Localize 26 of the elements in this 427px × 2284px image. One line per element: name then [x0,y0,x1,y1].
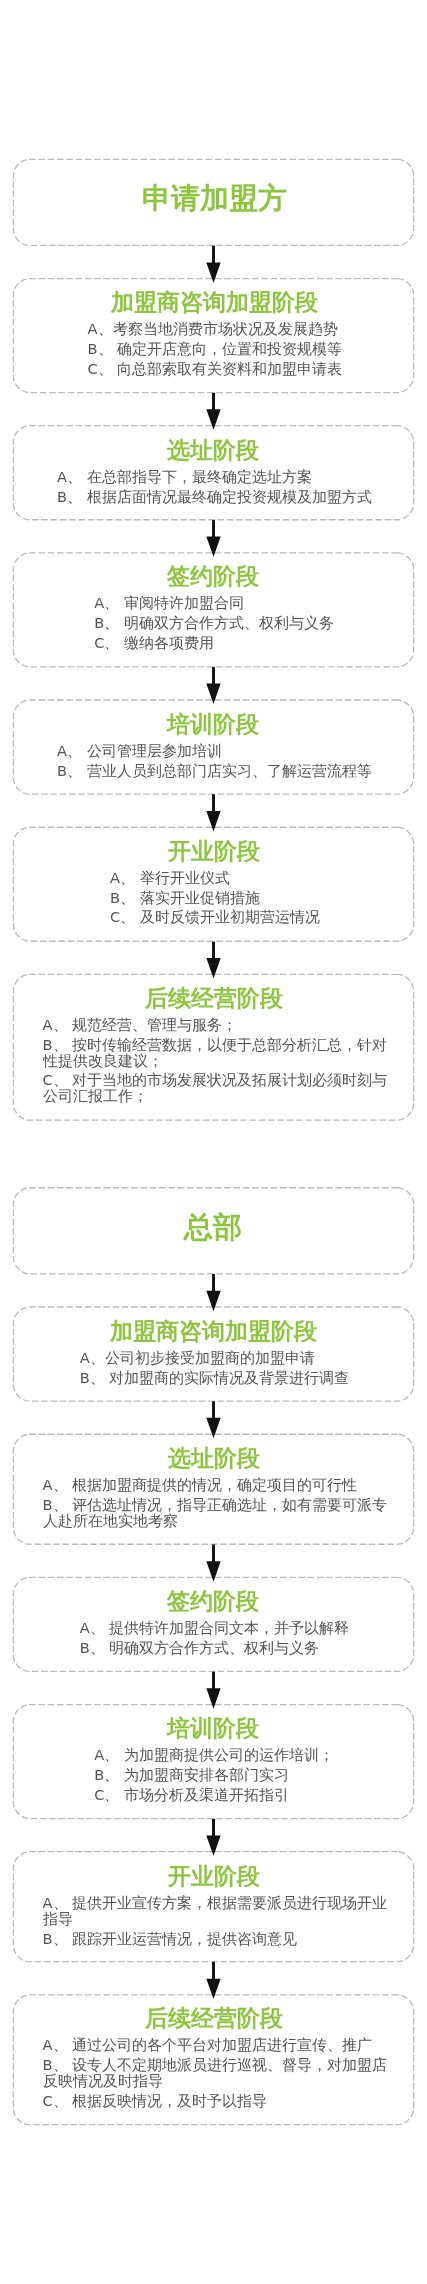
node-box: 签约阶段 A、 提供特许加盟合同文本，并予以解释 B、 明确双方合作方式、权利与义务 [12,1576,415,1673]
node-box: 选址阶段 A、 根据加盟商提供的情况，确定项目的可行性 B、 评估选址情况，指导正确选址，如有需要可派专人赴所在地实地考察 [12,1433,415,1545]
arrow [206,1273,221,1312]
node-box: 总部 [12,1187,415,1275]
node-box: 培训阶段 A、 公司管理层参加培训 B、 营业人员到总部门店实习、了解运营流程等 [12,699,415,795]
node-box: 培训阶段 A、 为加盟商提供公司的运作培训； B、 为加盟商安排各部门实习 C、 市场分析及渠道开拓指引 [12,1703,415,1820]
arrow [206,1671,221,1709]
arrow [206,1961,221,2000]
node-box: 选址阶段 A、 在总部指导下，最终确定选址方案 B、 根据店面情况最终确定投资规模及加盟方式 [12,425,415,521]
node-box: 开业阶段 A、 提供开业宣传方案，根据需要派员进行现场开业指导 B、 跟踪开业运营情况，提供咨询意见 [12,1851,415,1963]
arrow [206,245,221,283]
node-box: 后续经营阶段 A、 规范经营、管理与服务； B、 按时传输经营数据，以便于总部分析汇总，针对性提供改良建议； C、 对于当地的市场发展状况及拓展计划必须时刻与公司汇报工作； [12,973,415,1121]
arrow [206,941,221,979]
node-box: 后续经营阶段 A、 通过公司的各个平台对加盟店进行宣传、推广 B、 设专人不定期地派员进行巡视、督导，对加盟店反映情况及时指导 C、 根据反映情况，及时予以指导 [12,1994,415,2126]
node-box: 签约阶段 A、 审阅特许加盟合同 B、 明确双方合作方式、权利与义务 C、 缴纳各项费用 [12,552,415,668]
arrow [206,1818,221,1856]
arrow [206,1544,221,1582]
arrow [206,392,221,430]
node-box: 申请加盟方 [12,158,415,247]
arrow [206,1401,221,1439]
arrow [206,667,221,705]
arrow [206,794,221,832]
node-box: 开业阶段 A、 举行开业仪式 B、 落实开业促销措施 C、 及时反馈开业初期营运情况 [12,826,415,942]
arrow [206,520,221,558]
node-box: 加盟商咨询加盟阶段 A、公司初步接受加盟商的加盟申请 B、 对加盟商的实际情况及背景进行调查 [12,1306,415,1402]
node-box: 加盟商咨询加盟阶段 A、考察当地消费市场状况及发展趋势 B、 确定开店意向，位置和投资规模等 C、 向总部索取有关资料和加盟申请表 [12,277,415,394]
